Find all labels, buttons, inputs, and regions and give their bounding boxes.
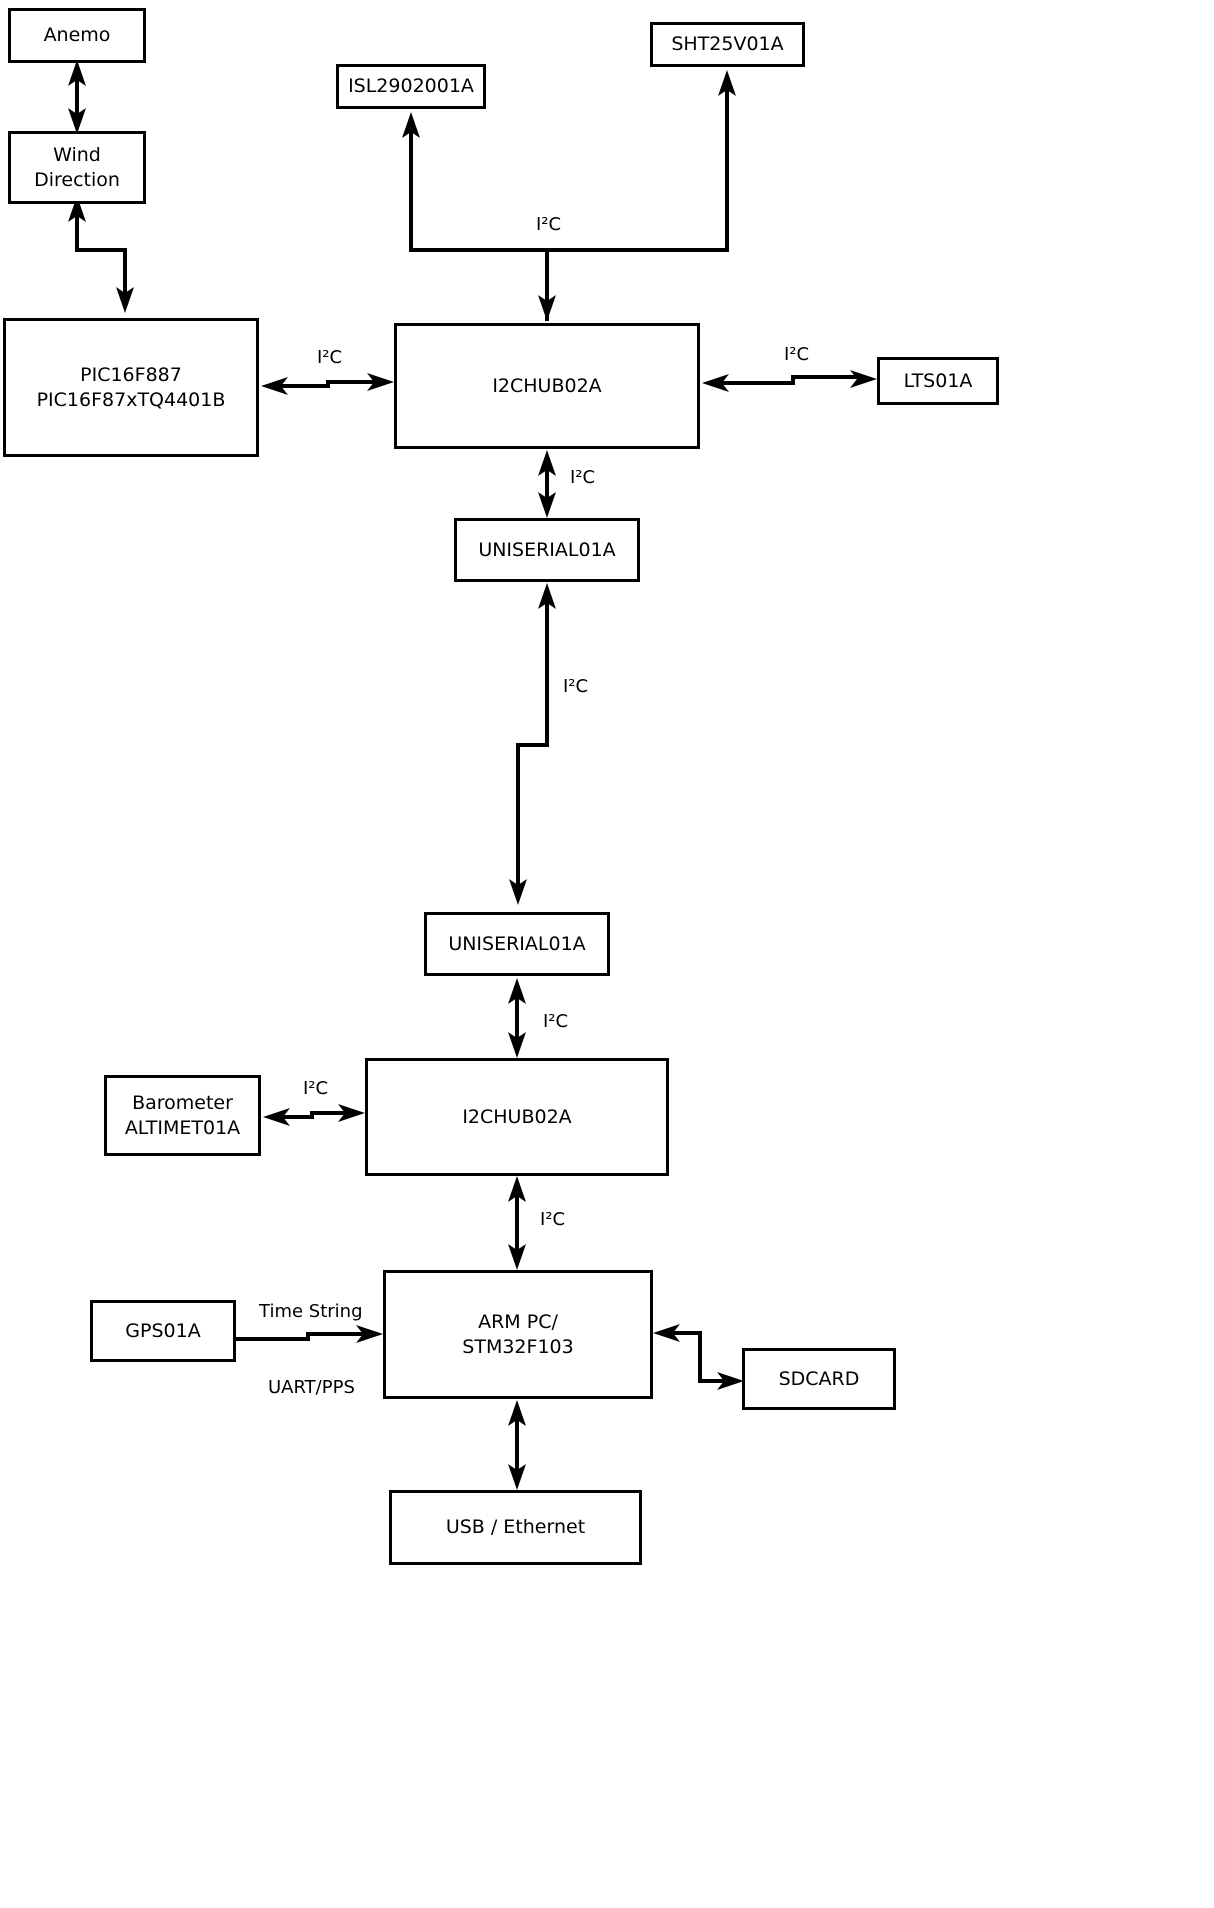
connector-bus-sht (547, 70, 736, 252)
connector-uniserial2-hubbottom (508, 978, 526, 1058)
node-wind-direction[interactable]: Wind Direction (8, 131, 146, 204)
connector-anemo-winddirection (68, 60, 86, 134)
node-arm-pc-stm32f103[interactable]: ARM PC/ STM32F103 (383, 1270, 653, 1399)
connector-hubbottom-armpc (508, 1176, 526, 1270)
node-isl2902001a[interactable]: ISL2902001A (336, 64, 486, 109)
edge-label-time-string: Time String (256, 1301, 366, 1322)
connector-pic-hubtop (261, 373, 394, 395)
connector-armpc-usbethernet (508, 1400, 526, 1490)
node-gps01a[interactable]: GPS01A (90, 1300, 236, 1362)
connector-armpc-sdcard (653, 1324, 744, 1390)
edge-label-i2c-hub2-armpc: I²C (537, 1209, 569, 1230)
node-sht25v01a[interactable]: SHT25V01A (650, 22, 805, 67)
edge-label-i2c-bus-top: I²C (533, 214, 565, 235)
connector-barometer-hubbottom (263, 1104, 365, 1126)
connector-hubtop-uniserial1 (538, 450, 556, 518)
connector-uniserial1-uniserial2 (509, 583, 556, 905)
edge-label-i2c-hub-uniserial1: I²C (567, 467, 599, 488)
edge-label-i2c-barometer-hub2: I²C (300, 1078, 332, 1099)
node-pic16f887[interactable]: PIC16F887 PIC16F87xTQ4401B (3, 318, 259, 457)
connector-bus-hubtop (538, 250, 556, 321)
node-uniserial01a-upper[interactable]: UNISERIAL01A (454, 518, 640, 582)
node-i2chub02a-top[interactable]: I2CHUB02A (394, 323, 700, 449)
node-anemo[interactable]: Anemo (8, 8, 146, 63)
edge-label-i2c-uniserial2-hub2: I²C (540, 1011, 572, 1032)
node-barometer-altimet01a[interactable]: Barometer ALTIMET01A (104, 1075, 261, 1156)
edge-label-i2c-pic-hub: I²C (314, 347, 346, 368)
edge-label-uart-pps: UART/PPS (265, 1377, 358, 1398)
node-sdcard[interactable]: SDCARD (742, 1348, 896, 1410)
node-lts01a[interactable]: LTS01A (877, 357, 999, 405)
node-usb-ethernet[interactable]: USB / Ethernet (389, 1490, 642, 1565)
node-i2chub02a-bottom[interactable]: I2CHUB02A (365, 1058, 669, 1176)
edge-label-i2c-uniserial-uniserial: I²C (560, 676, 592, 697)
connector-hubtop-lts (702, 370, 877, 392)
edge-label-i2c-hub-lts: I²C (781, 344, 813, 365)
connector-gps-armpc (236, 1325, 383, 1343)
node-uniserial01a-lower[interactable]: UNISERIAL01A (424, 912, 610, 976)
connector-hubtop-isl (402, 112, 549, 321)
connector-pic-winddirection (68, 196, 134, 313)
